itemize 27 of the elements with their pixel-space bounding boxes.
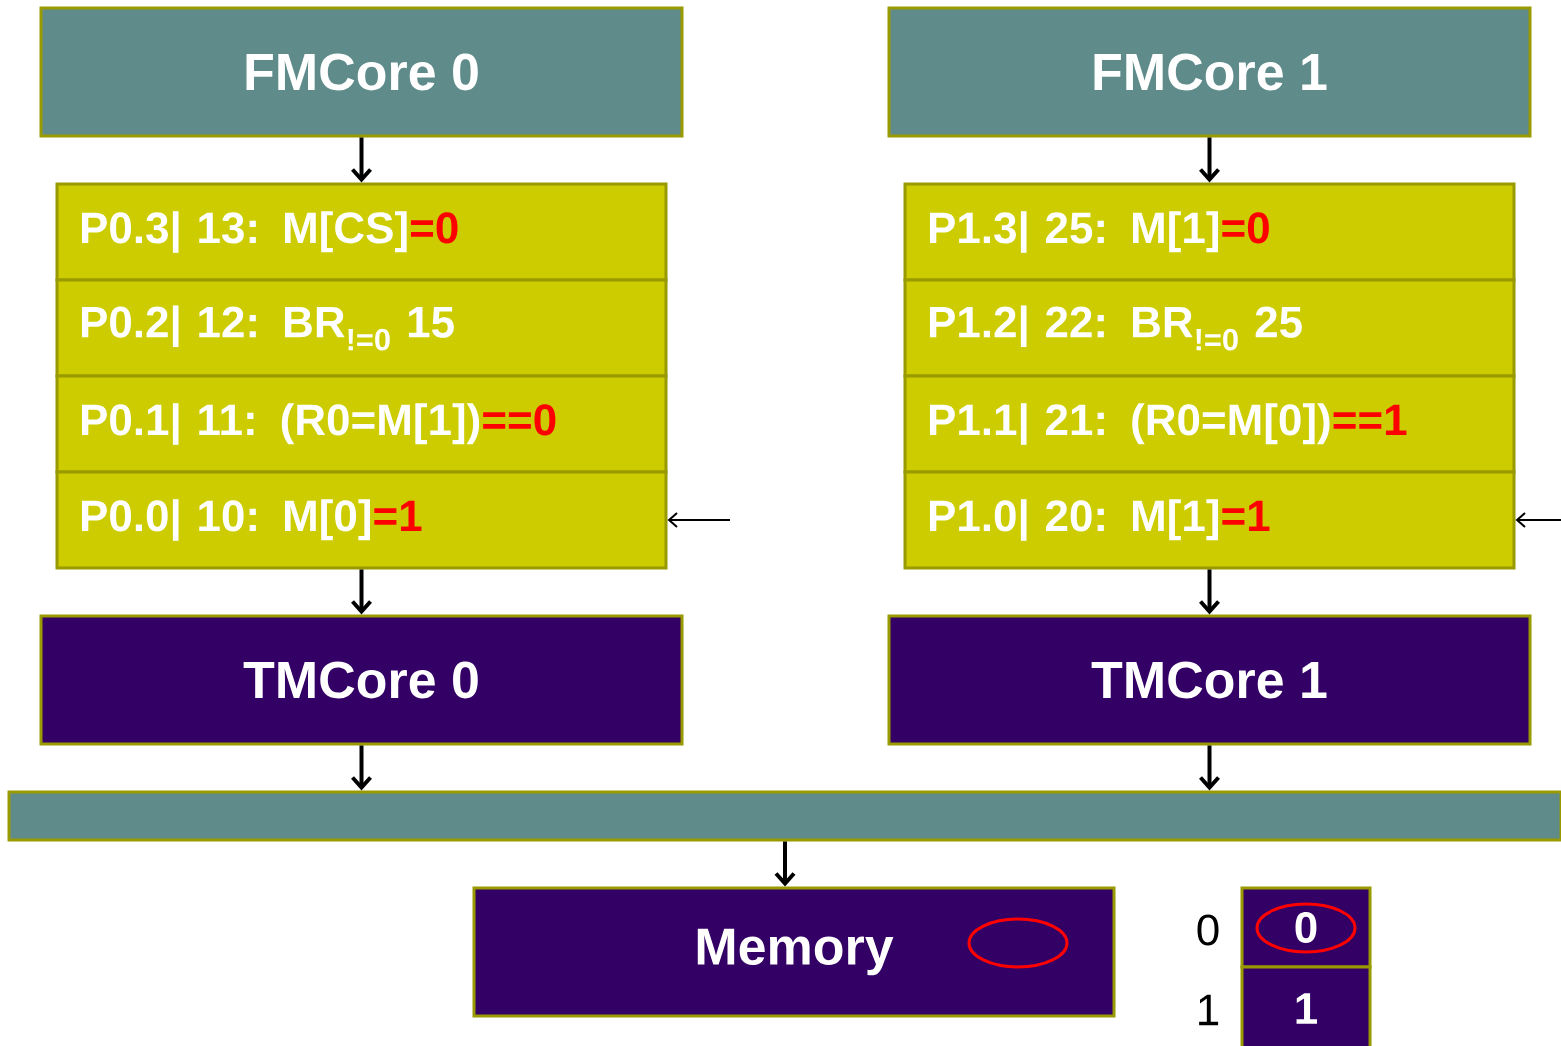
instruction-row: P1.1| 21: (R0=M[0])==1 (903, 374, 1516, 474)
bus-bar (7, 790, 1561, 842)
arrow (1199, 137, 1220, 183)
arrow (774, 841, 796, 887)
arrow (1199, 569, 1220, 615)
memory-box: Memory (472, 886, 1116, 1018)
memory-cell: 1 (1240, 965, 1372, 1046)
instruction-row: P1.3| 25: M[1]=0 (903, 182, 1516, 282)
instruction-row: P0.0| 10: M[0]=1 (55, 470, 668, 570)
address-label: 1 (1199, 994, 1219, 1026)
address-label: 0 (1197, 914, 1219, 946)
instruction-row: P0.3| 13: M[CS]=0 (55, 182, 668, 282)
instruction-row: P0.2| 12: BR$_{!=0}$ 15 (55, 278, 668, 378)
arrow (1199, 745, 1220, 791)
instruction-row: P1.2| 22: BR$_{!=0}$ 25 (903, 278, 1516, 378)
core-box: FMCore 1 (887, 6, 1532, 138)
arrow (351, 569, 372, 615)
arrow (1515, 512, 1561, 528)
arrow (351, 745, 372, 791)
memory-cell: 0 (1240, 886, 1372, 969)
core-box: FMCore 0 (39, 6, 684, 138)
instruction-row: P0.1| 11: (R0=M[1])==0 (55, 374, 668, 474)
instruction-row: P1.0| 20: M[1]=1 (903, 470, 1516, 570)
arrow (667, 512, 731, 528)
arrow (351, 137, 372, 183)
core-box: TMCore 1 (887, 614, 1532, 746)
core-box: TMCore 0 (39, 614, 684, 746)
